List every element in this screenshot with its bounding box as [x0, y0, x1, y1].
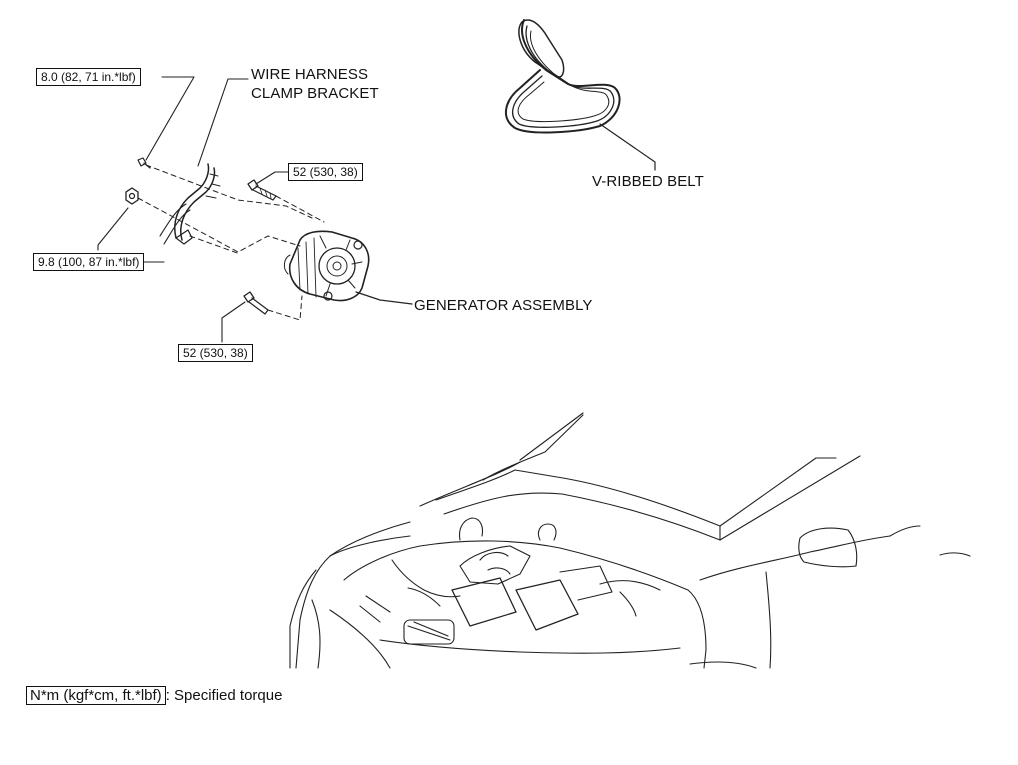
vehicle-open-hood-illustration [289, 412, 971, 669]
nut-torque-box: 9.8 (100, 87 in.*lbf) [33, 253, 145, 271]
nut-illustration [125, 187, 139, 205]
wire-harness-clamp-bracket-illustration [159, 163, 221, 245]
torque-legend-box: N*m (kgf*cm, ft.*lbf) [26, 686, 166, 705]
wire-harness-label-line2: CLAMP BRACKET [251, 85, 379, 102]
generator-assembly-illustration [283, 230, 413, 305]
upper-bolt-illustration [247, 179, 277, 201]
assembly-dashed-lines [137, 164, 325, 321]
torque-legend: N*m (kgf*cm, ft.*lbf): Specified torque [26, 686, 282, 706]
wire-harness-clamp-bracket-label: WIRE HARNESS CLAMP BRACKET [251, 65, 379, 103]
wire-harness-label-line1: WIRE HARNESS [251, 66, 369, 83]
lower-bolt-torque-box: 52 (530, 38) [178, 344, 253, 362]
v-ribbed-belt-label: V-RIBBED BELT [592, 173, 704, 190]
upper-bolt-torque-box: 52 (530, 38) [288, 163, 363, 181]
generator-assembly-label: GENERATOR ASSEMBLY [414, 297, 593, 314]
v-ribbed-belt-illustration [505, 19, 656, 171]
torque-legend-description: : Specified torque [165, 687, 283, 704]
leader-lines [97, 76, 289, 343]
lower-bolt-illustration [243, 291, 269, 315]
clamp-bolt-torque-box: 8.0 (82, 71 in.*lbf) [36, 68, 141, 86]
clamp-bolt-illustration [137, 157, 151, 169]
